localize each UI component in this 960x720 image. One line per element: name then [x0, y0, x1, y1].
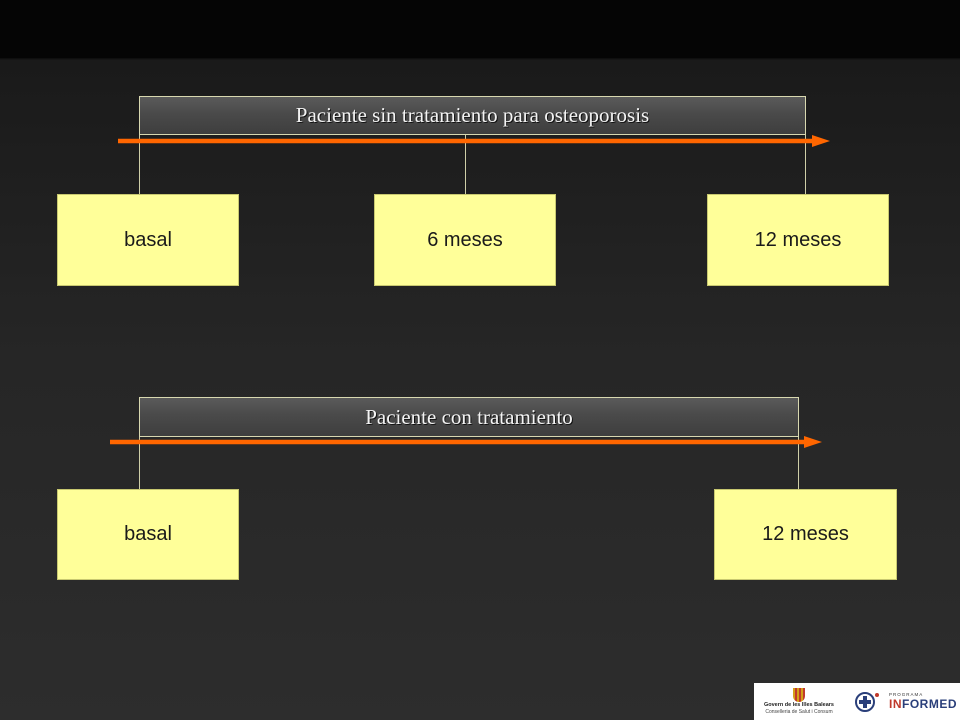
- timeline-2-connector-12-meses: [798, 437, 799, 489]
- timeline-1-box-basal: basal: [57, 194, 239, 286]
- timeline-1-title: Paciente sin tratamiento para osteoporos…: [139, 96, 806, 135]
- timeline-1-connector-6-meses: [465, 135, 466, 194]
- timeline-1-connector-12-meses: [805, 135, 806, 194]
- medical-council-logo: [845, 691, 885, 713]
- informed-rest: FORMED: [902, 697, 957, 711]
- timeline-2-title: Paciente con tratamiento: [139, 397, 799, 437]
- govern-department: Conselleria de Salut i Consum: [765, 709, 833, 715]
- timeline-2-connector-basal: [139, 437, 140, 489]
- timeline-1-arrow: [118, 135, 830, 147]
- timeline-1-connector-basal: [139, 135, 140, 194]
- informed-wordmark: INFORMED: [889, 698, 957, 711]
- programa-informed-logo: PROGRAMA INFORMED: [889, 692, 957, 711]
- top-band: [0, 0, 960, 58]
- programa-label: PROGRAMA: [889, 692, 924, 697]
- timeline-1-box-6-meses: 6 meses: [374, 194, 556, 286]
- timeline-2-arrow: [110, 436, 822, 448]
- govern-name: Govern de les Illes Balears: [763, 702, 834, 708]
- medical-cross-icon: [855, 691, 879, 712]
- coat-of-arms-icon: [793, 688, 805, 702]
- govern-illes-balears-logo: Govern de les Illes Balears Conselleria …: [757, 688, 841, 715]
- informed-accent: IN: [889, 697, 902, 711]
- timeline-2-box-basal: basal: [57, 489, 239, 580]
- timeline-1-box-12-meses: 12 meses: [707, 194, 889, 286]
- sponsor-logos: Govern de les Illes Balears Conselleria …: [754, 683, 960, 720]
- timeline-2-box-12-meses: 12 meses: [714, 489, 897, 580]
